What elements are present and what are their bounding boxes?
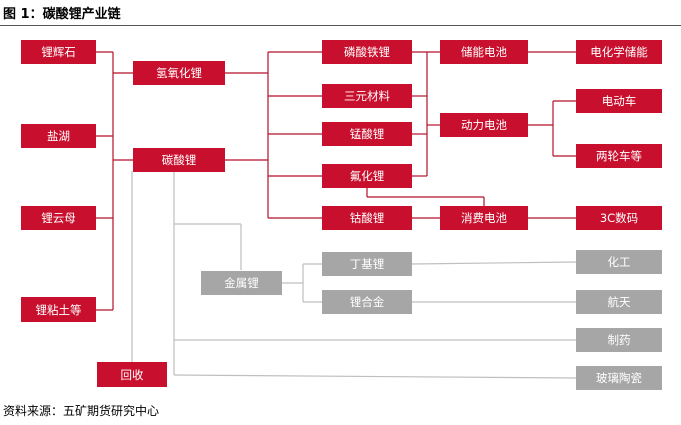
node-lmo-label: 锰酸锂: [350, 127, 385, 141]
node-electronics: [576, 206, 662, 230]
node-salt-lake-label: 盐湖: [47, 129, 70, 143]
node-glass: [576, 366, 662, 390]
node-glass-label: 玻璃陶瓷: [596, 371, 642, 385]
node-lioh: [133, 61, 225, 85]
node-recycling-label: 回收: [121, 368, 144, 382]
battery-nodes: 储能电池 动力电池 消费电池: [440, 40, 528, 230]
node-lfp-label: 磷酸铁锂: [344, 45, 390, 59]
node-ess-label: 电化学储能: [590, 45, 648, 59]
node-lmo: [322, 122, 412, 146]
node-salt-lake: [21, 124, 96, 148]
node-lfp: [322, 40, 412, 64]
node-storage-batt: [440, 40, 528, 64]
red-connectors: [96, 51, 576, 311]
node-ess: [576, 40, 662, 64]
node-aerospace-label: 航天: [608, 295, 631, 309]
node-lco: [322, 206, 412, 230]
node-ev-label: 电动车: [602, 94, 637, 108]
node-ternary-label: 三元材料: [344, 89, 390, 103]
node-lif-label: 氟化锂: [350, 169, 385, 183]
cathode-material-nodes: 磷酸铁锂 三元材料 锰酸锂 氟化锂 钴酸锂 丁基锂 锂合金: [322, 40, 412, 314]
node-butyl-li: [322, 252, 412, 276]
node-storage-batt-label: 储能电池: [461, 45, 507, 59]
node-li-alloy: [322, 290, 412, 314]
node-recycling: [97, 362, 167, 387]
node-two-wheeler-label: 两轮车等: [596, 149, 642, 163]
node-chemical: [576, 250, 662, 274]
node-li2co3: [133, 148, 225, 172]
node-lif: [322, 164, 412, 188]
lithium-compound-nodes: 氢氧化锂 碳酸锂 金属锂: [133, 61, 282, 295]
node-li-alloy-label: 锂合金: [350, 295, 385, 309]
node-ev: [576, 89, 662, 113]
node-consumer-batt: [440, 206, 528, 230]
node-lioh-label: 氢氧化锂: [156, 66, 202, 80]
node-metal-li: [201, 271, 282, 295]
node-chemical-label: 化工: [608, 255, 631, 269]
node-spodumene: [21, 40, 96, 64]
node-spodumene-label: 锂辉石: [41, 45, 76, 59]
node-power-batt: [440, 113, 528, 137]
node-li2co3-label: 碳酸锂: [162, 153, 197, 167]
raw-material-nodes: 锂辉石 盐湖 锂云母 锂粘土等 回收: [21, 40, 167, 387]
node-consumer-batt-label: 消费电池: [461, 211, 507, 225]
application-nodes: 电化学储能 电动车 两轮车等 3C数码 化工 航天 制药 玻璃陶瓷: [576, 40, 662, 390]
node-metal-li-label: 金属锂: [224, 276, 259, 290]
title-rule: [0, 25, 681, 26]
node-pharma: [576, 328, 662, 352]
node-aerospace: [576, 290, 662, 314]
node-lepidolite: [21, 206, 96, 230]
node-ternary: [322, 84, 412, 108]
node-lco-label: 钴酸锂: [350, 211, 385, 225]
node-pharma-label: 制药: [608, 333, 631, 347]
node-power-batt-label: 动力电池: [461, 118, 507, 132]
node-two-wheeler: [576, 144, 662, 168]
node-butyl-li-label: 丁基锂: [350, 257, 385, 271]
source-note: 资料来源：五矿期货研究中心: [3, 404, 160, 418]
node-clay: [21, 297, 96, 322]
node-clay-label: 锂粘土等: [36, 303, 82, 317]
node-electronics-label: 3C数码: [600, 211, 638, 225]
grey-connectors: [131, 171, 577, 379]
node-lepidolite-label: 锂云母: [41, 211, 76, 225]
figure-title: 图 1：碳酸锂产业链: [3, 7, 121, 22]
